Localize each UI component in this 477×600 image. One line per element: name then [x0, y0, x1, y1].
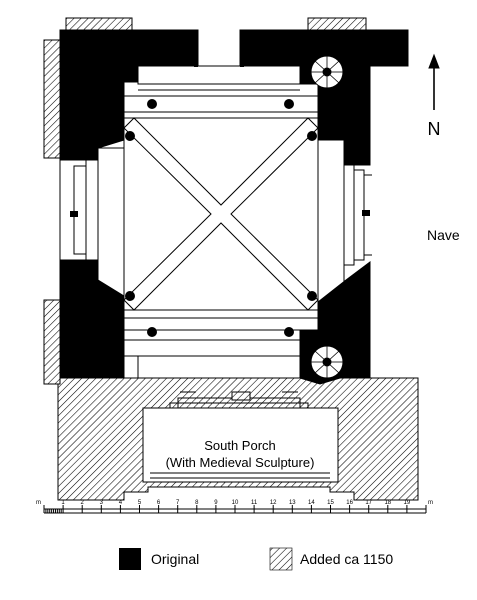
scale-unit-label: 17 [365, 500, 372, 506]
legend: Original Added ca 1150 [119, 547, 393, 571]
nave-label: Nave [427, 227, 460, 243]
porch-sublabel: (With Medieval Sculpture) [166, 455, 315, 470]
scale-unit-label: 10 [232, 500, 239, 506]
porch-steps [123, 391, 355, 500]
arrow-up-icon [428, 53, 440, 110]
scale-end-label: m [428, 500, 433, 506]
original-masonry [59, 29, 409, 385]
legend-original-label: Original [151, 551, 199, 567]
scale-unit-label: 15 [327, 500, 334, 506]
scale-unit-label: 7 [176, 500, 180, 506]
north-label: N [428, 119, 441, 139]
scale-bar [43, 505, 427, 514]
legend-added-swatch [269, 547, 293, 571]
scale-unit-label: 19 [404, 500, 411, 506]
spiral-stair-icon [310, 55, 344, 379]
scale-unit-label: 3 [100, 500, 104, 506]
scale-unit-label: 4 [119, 500, 123, 506]
scale-unit-label: 16 [346, 500, 353, 506]
legend-original-swatch [119, 548, 141, 570]
porch-label: South Porch [204, 438, 276, 453]
scale-unit-label: 2 [81, 500, 85, 506]
scale-unit-label: 6 [157, 500, 161, 506]
legend-added-label: Added ca 1150 [300, 551, 393, 567]
added-masonry [43, 17, 419, 501]
scale-start-label: m [36, 500, 41, 506]
scale-unit-label: 18 [384, 500, 391, 506]
scale-unit-label: 11 [251, 500, 258, 506]
scale-unit-label: 1 [61, 500, 65, 506]
scale-unit-label: 8 [195, 500, 199, 506]
scale-unit-label: 13 [289, 500, 296, 506]
scale-unit-label: 12 [270, 500, 277, 506]
scale-unit-label: 9 [214, 500, 218, 506]
scale-unit-label: 14 [308, 500, 315, 506]
scale-unit-label: 5 [138, 500, 142, 506]
pier-capitals [70, 63, 370, 337]
